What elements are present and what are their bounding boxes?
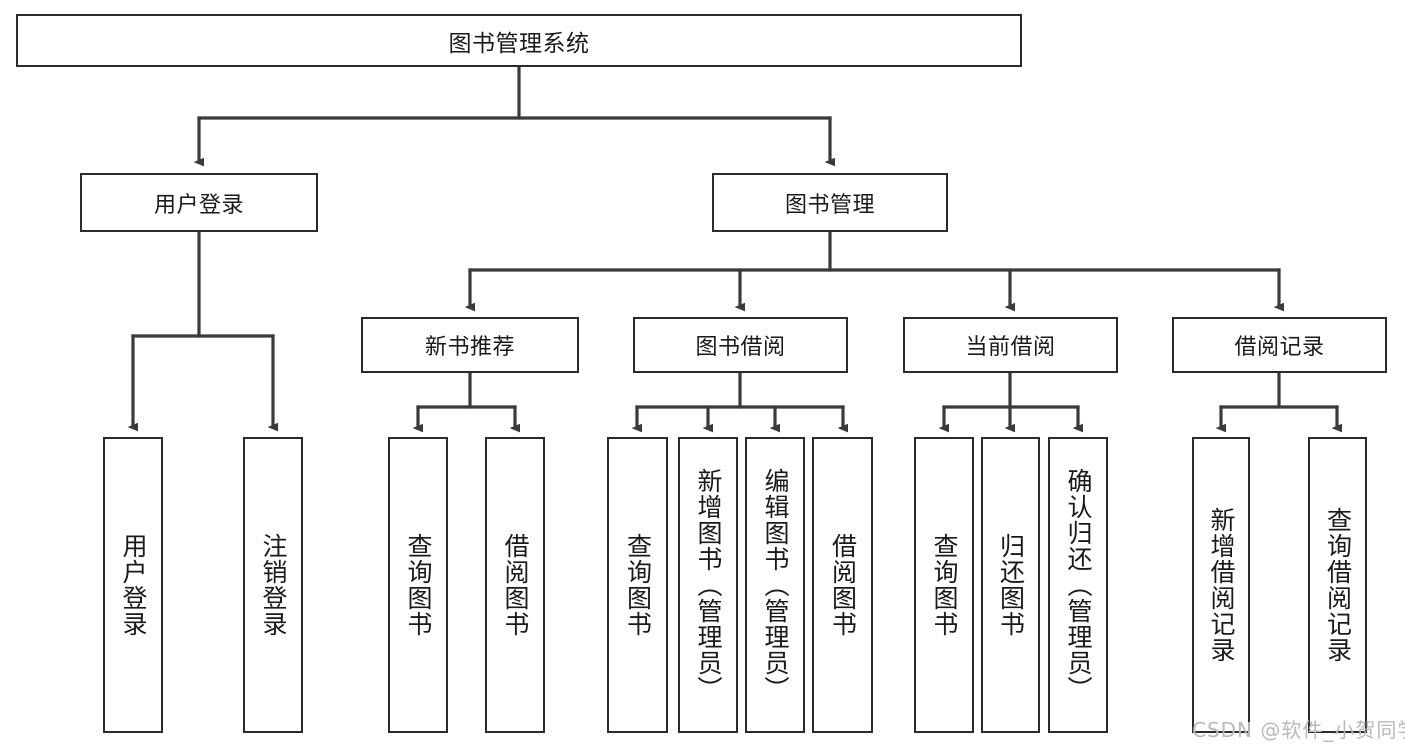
node-leaf-bb-add-book[interactable]: 新增图书（管理员） xyxy=(678,437,738,733)
node-leaf-bb-borrow-book-label: 借阅图书 xyxy=(828,533,858,637)
node-leaf-user-login-label: 用户登录 xyxy=(119,533,148,637)
node-book-manage[interactable]: 图书管理 xyxy=(712,173,948,232)
node-leaf-bb-edit-book-label: 编辑图书（管理员） xyxy=(761,468,790,702)
node-leaf-rec-borrow-book-label: 借阅图书 xyxy=(501,533,530,637)
node-leaf-user-logout-label: 注销登录 xyxy=(259,533,288,637)
node-current-borrow[interactable]: 当前借阅 xyxy=(903,317,1118,373)
node-current-borrow-label: 当前借阅 xyxy=(965,335,1056,360)
node-leaf-cb-query-book[interactable]: 查询图书 xyxy=(914,437,974,733)
node-leaf-rec-query-book-label: 查询图书 xyxy=(404,533,433,637)
node-user-login-label: 用户登录 xyxy=(153,192,244,218)
node-leaf-bb-borrow-book[interactable]: 借阅图书 xyxy=(812,437,873,733)
node-leaf-user-logout[interactable]: 注销登录 xyxy=(243,437,303,733)
node-new-book-rec[interactable]: 新书推荐 xyxy=(361,317,579,373)
node-leaf-br-add-record-label: 新增借阅记录 xyxy=(1207,507,1236,663)
node-leaf-rec-query-book[interactable]: 查询图书 xyxy=(388,437,448,733)
node-leaf-bb-edit-book[interactable]: 编辑图书（管理员） xyxy=(745,437,805,733)
node-user-login[interactable]: 用户登录 xyxy=(80,173,318,232)
node-leaf-cb-confirm-return-label: 确认归还（管理员） xyxy=(1064,468,1093,702)
node-new-book-rec-label: 新书推荐 xyxy=(424,335,515,360)
node-leaf-bb-query-book-label: 查询图书 xyxy=(623,533,653,637)
node-leaf-bb-add-book-label: 新增图书（管理员） xyxy=(694,468,723,702)
node-leaf-br-query-record[interactable]: 查询借阅记录 xyxy=(1308,437,1367,733)
node-leaf-br-query-record-label: 查询借阅记录 xyxy=(1323,507,1353,663)
node-leaf-bb-query-book[interactable]: 查询图书 xyxy=(607,437,668,733)
node-root-label: 图书管理系统 xyxy=(448,30,590,57)
node-root[interactable]: 图书管理系统 xyxy=(16,14,1022,67)
node-book-borrow[interactable]: 图书借阅 xyxy=(633,317,848,373)
node-book-borrow-label: 图书借阅 xyxy=(695,335,786,360)
node-leaf-user-login[interactable]: 用户登录 xyxy=(103,437,163,733)
node-leaf-cb-confirm-return[interactable]: 确认归还（管理员） xyxy=(1048,437,1108,733)
node-leaf-br-add-record[interactable]: 新增借阅记录 xyxy=(1192,437,1250,733)
node-book-manage-label: 图书管理 xyxy=(784,192,875,218)
node-leaf-cb-return-book[interactable]: 归还图书 xyxy=(981,437,1040,733)
node-leaf-cb-query-book-label: 查询图书 xyxy=(930,533,959,637)
node-leaf-cb-return-book-label: 归还图书 xyxy=(996,533,1026,637)
csdn-watermark: CSDN @软件_小贺同学 xyxy=(1192,718,1405,742)
node-leaf-rec-borrow-book[interactable]: 借阅图书 xyxy=(485,437,545,733)
node-borrow-record-label: 借阅记录 xyxy=(1234,335,1325,360)
node-borrow-record[interactable]: 借阅记录 xyxy=(1172,317,1387,373)
